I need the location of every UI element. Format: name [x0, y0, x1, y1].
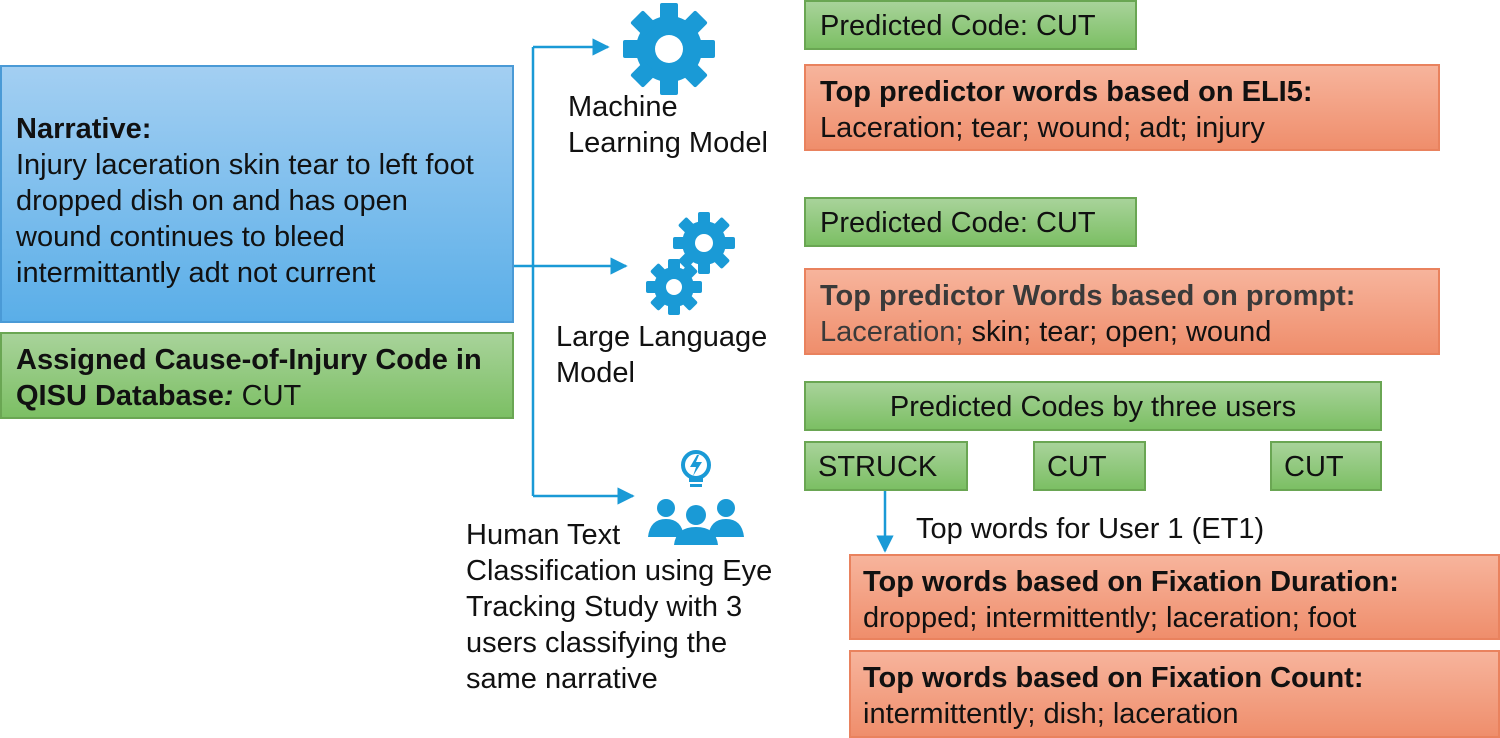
predicted-codes-header: Predicted Codes by three users: [889, 391, 1297, 423]
human-classification-label: Human Text Classification using Eye Trac…: [466, 519, 773, 695]
user-code-2: CUT: [1047, 451, 1107, 483]
ml-top-words: Laceration; tear; wound; adt; injury: [820, 112, 1265, 144]
narrative-heading: Narrative:: [16, 113, 152, 145]
users-lightbulb-icon: [648, 450, 744, 545]
user-code-box-3: CUT: [1270, 441, 1382, 491]
assigned-code-separator: :: [223, 380, 234, 412]
user-code-box-1: STRUCK: [804, 441, 968, 491]
fixation-count-words: intermittently; dish; laceration: [863, 698, 1239, 730]
fixation-duration-box: Top words based on Fixation Duration: dr…: [849, 554, 1500, 640]
llm-top-word-first: Laceration;: [820, 316, 964, 348]
llm-top-words-box: Top predictor Words based on prompt: Lac…: [804, 268, 1440, 355]
assigned-code-value: CUT: [233, 380, 302, 412]
fixation-count-box: Top words based on Fixation Count: inter…: [849, 650, 1500, 738]
user1-caption: Top words for User 1 (ET1): [916, 513, 1265, 545]
fixation-duration-words: dropped; intermittently; laceration; foo…: [863, 602, 1357, 634]
narrative-box: Narrative: Injury laceration skin tear t…: [0, 65, 514, 323]
narrative-text: Injury laceration skin tear to left foot…: [16, 149, 474, 289]
gear-icon: [623, 3, 715, 95]
assigned-code-box: Assigned Cause-of-Injury Code in QISU Da…: [0, 332, 514, 419]
predicted-codes-header-box: Predicted Codes by three users: [804, 381, 1382, 431]
llm-top-words-rest: skin; tear; open; wound: [963, 316, 1272, 348]
llm-top-words: Laceration; skin; tear; open; wound: [820, 314, 1424, 350]
ml-predicted-code: Predicted Code: CUT: [820, 10, 1096, 42]
user-code-3: CUT: [1284, 451, 1344, 483]
llm-label: Large Language Model: [556, 321, 768, 389]
assigned-code-text: Assigned Cause-of-Injury Code in QISU Da…: [16, 342, 498, 414]
gears-icon: [646, 212, 735, 315]
llm-predicted-code-box: Predicted Code: CUT: [804, 197, 1137, 247]
user-code-box-2: CUT: [1033, 441, 1146, 491]
user-code-1: STRUCK: [818, 451, 938, 483]
ml-top-words-box: Top predictor words based on ELI5: Lacer…: [804, 64, 1440, 151]
assigned-code-label: Assigned Cause-of-Injury Code in QISU Da…: [16, 344, 482, 412]
ml-top-words-heading: Top predictor words based on ELI5:: [820, 76, 1313, 108]
fixation-count-heading: Top words based on Fixation Count:: [863, 662, 1364, 694]
llm-predicted-code: Predicted Code: CUT: [820, 207, 1096, 239]
ml-model-label: Machine Learning Model: [568, 91, 768, 159]
llm-top-words-heading: Top predictor Words based on prompt:: [820, 280, 1356, 312]
fixation-duration-heading: Top words based on Fixation Duration:: [863, 566, 1399, 598]
ml-predicted-code-box: Predicted Code: CUT: [804, 0, 1137, 50]
